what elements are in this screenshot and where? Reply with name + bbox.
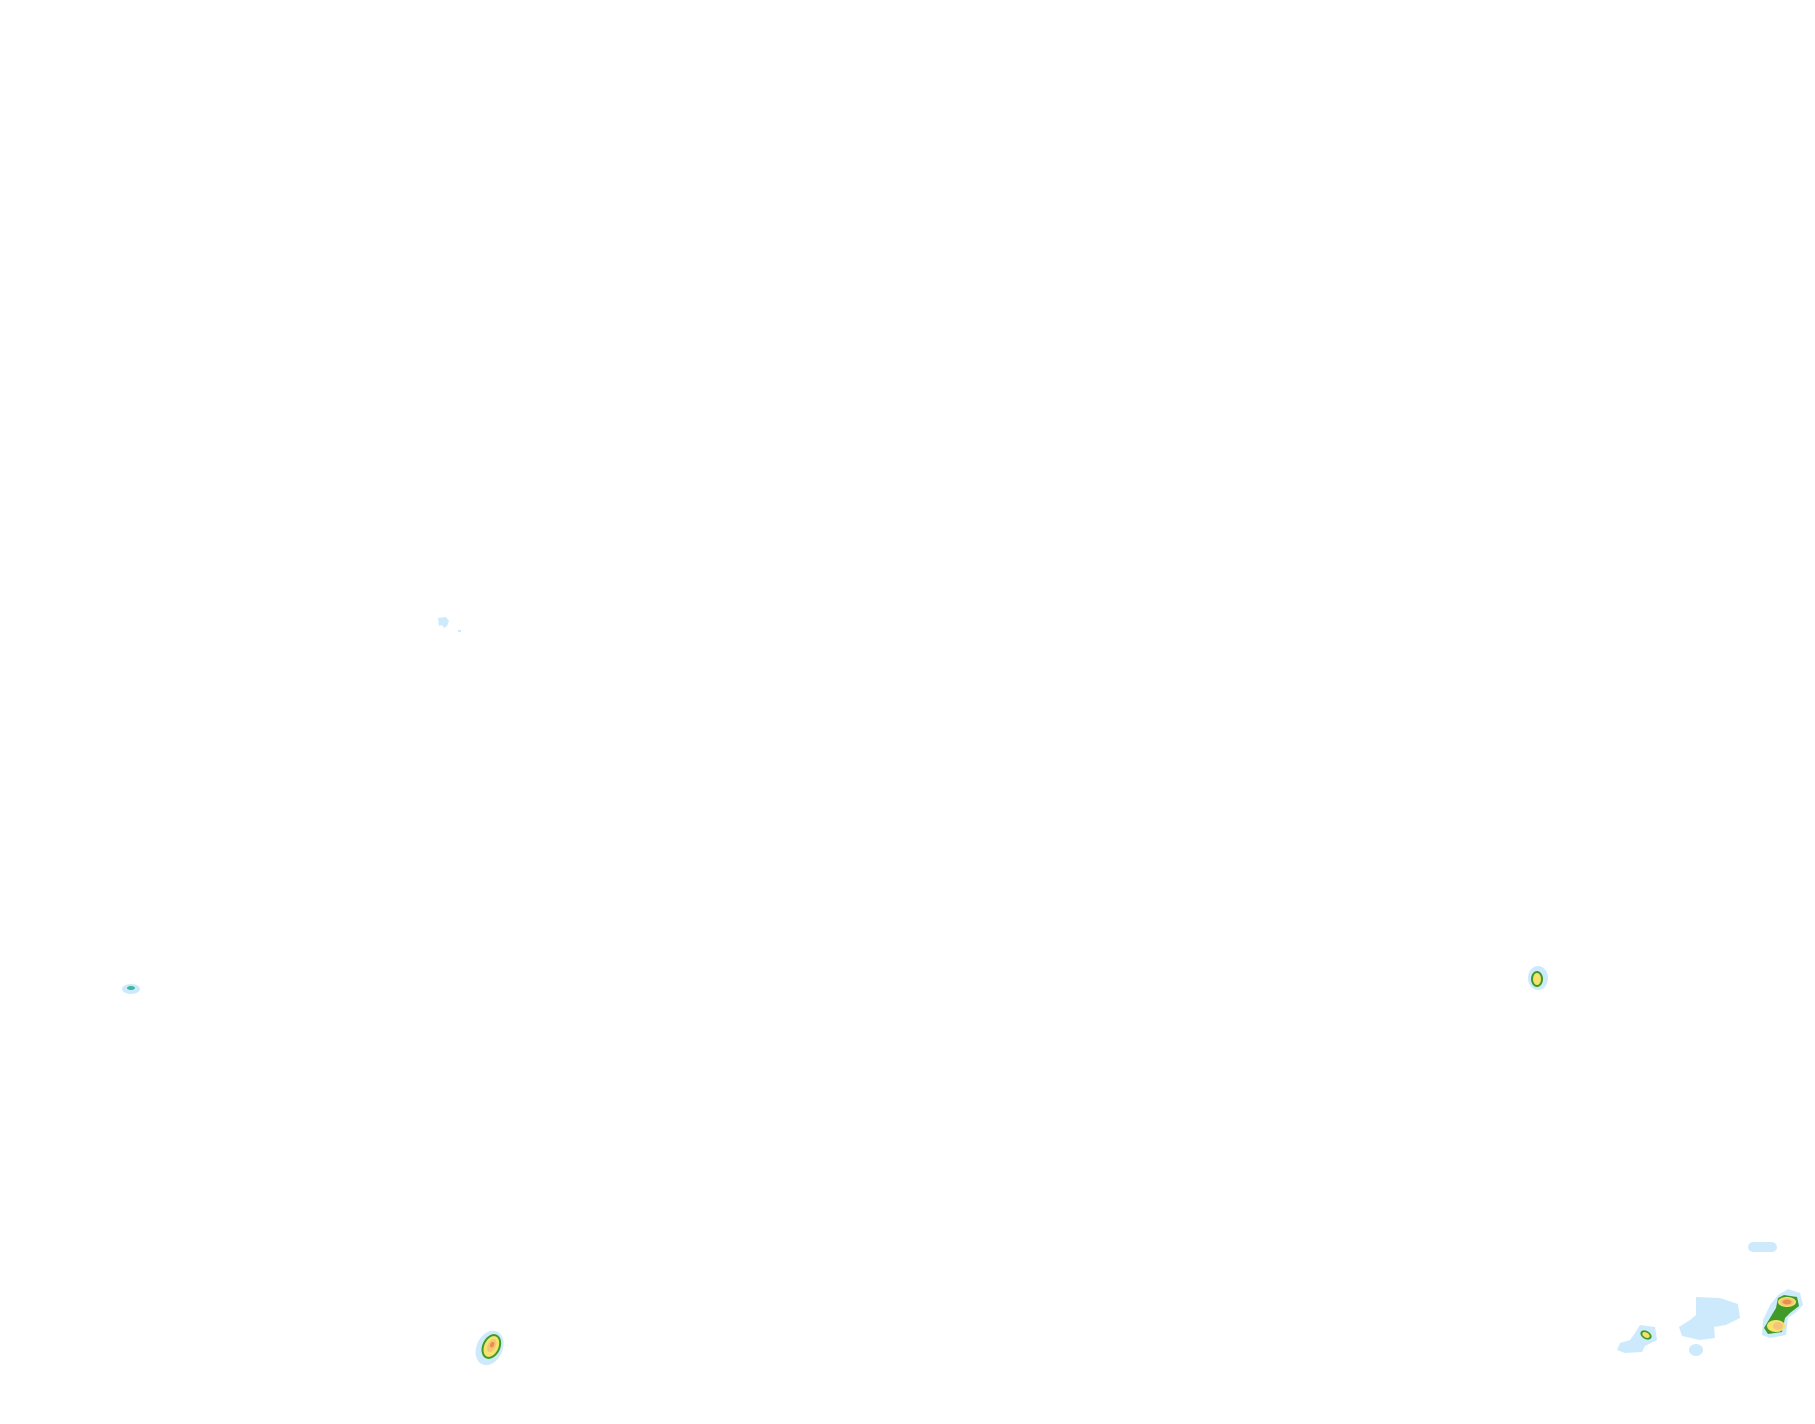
echo-green	[127, 986, 135, 990]
echo-cell-east	[1528, 966, 1548, 990]
echo-light	[458, 630, 461, 632]
echo-cell-north	[438, 617, 461, 632]
echo-orange	[1782, 1299, 1792, 1305]
echo-cell-south	[475, 1330, 504, 1366]
echo-cell-west	[122, 984, 140, 994]
echo-tan	[1773, 1322, 1783, 1330]
echo-light	[1689, 1344, 1703, 1356]
echo-complex-southeast	[1617, 1242, 1803, 1356]
echo-light	[1748, 1242, 1777, 1252]
echo-yellow	[1533, 973, 1541, 985]
echo-light	[438, 617, 449, 628]
echo-light	[1679, 1297, 1740, 1340]
echo-orange	[489, 1341, 495, 1348]
echo-yellow	[1642, 1332, 1650, 1338]
echo-light	[1617, 1325, 1657, 1353]
